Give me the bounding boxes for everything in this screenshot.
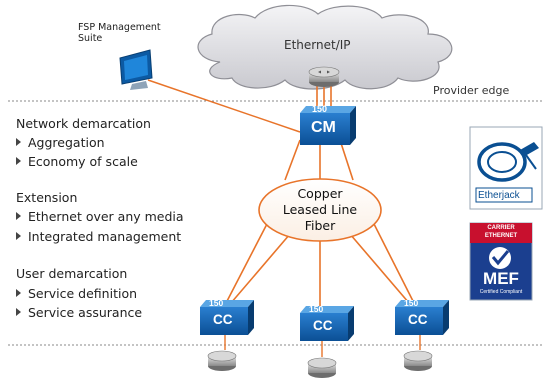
- bullet-economy-of-scale: Economy of scale: [16, 154, 138, 169]
- bullet-arrow-icon: [16, 232, 21, 240]
- management-monitor-icon: [119, 49, 153, 90]
- bullet-arrow-icon: [16, 157, 21, 165]
- customer-module-1-top: 150: [209, 298, 224, 308]
- customer-module-box-3: [395, 300, 449, 335]
- bullet-service-assurance: Service assurance: [16, 305, 142, 320]
- customer-module-1-label: CC: [213, 312, 233, 327]
- mef-carrier-text: CARRIER: [487, 225, 515, 231]
- bullet-arrow-icon: [16, 289, 21, 297]
- customer-router-icon-2: [307, 341, 337, 378]
- media-label-leased-line: Leased Line: [282, 202, 358, 217]
- media-ellipse: [258, 178, 382, 242]
- core-router-icon: [308, 66, 340, 87]
- uplink-lines: [316, 85, 332, 110]
- section-title-extension: Extension: [16, 190, 78, 205]
- bullet-arrow-icon: [16, 308, 21, 316]
- mef-certified-text: Certified Compliant: [479, 289, 523, 295]
- bullet-arrow-icon: [16, 138, 21, 146]
- central-module-label: CM: [311, 119, 336, 136]
- etherjack-logo-text: Etherjack: [478, 190, 520, 201]
- bullet-aggregation: Aggregation: [16, 135, 105, 150]
- customer-module-2-top: 150: [309, 304, 324, 314]
- customer-module-3-top: 150: [404, 298, 419, 308]
- central-module-top-label: 150: [312, 104, 328, 114]
- customer-router-icon-3: [403, 335, 433, 371]
- mef-ethernet-text: ETHERNET: [484, 233, 518, 239]
- management-suite-label: FSP Management Suite: [78, 22, 161, 44]
- customer-router-icon-1: [207, 335, 237, 371]
- central-module-box: [300, 106, 356, 145]
- customer-module-3-label: CC: [408, 312, 428, 327]
- bullet-integrated-management: Integrated management: [16, 229, 181, 244]
- customer-module-2-label: CC: [313, 318, 333, 333]
- cloud-label: Ethernet/IP: [284, 38, 351, 52]
- bullet-arrow-icon: [16, 212, 21, 220]
- bullet-service-definition: Service definition: [16, 286, 137, 301]
- customer-module-box-2: [300, 306, 354, 341]
- internet-cloud: [197, 4, 453, 90]
- management-link: [147, 79, 301, 133]
- bullet-ethernet-over-any-media: Ethernet over any media: [16, 209, 184, 224]
- customer-module-box-1: [200, 300, 254, 335]
- provider-edge-label: Provider edge: [433, 84, 510, 97]
- mef-main-text: MEF: [483, 269, 519, 288]
- media-label-copper: Copper: [297, 186, 343, 201]
- mef-logo: [469, 222, 533, 301]
- section-title-user-demarcation: User demarcation: [16, 266, 128, 281]
- etherjack-logo: [469, 126, 543, 210]
- access-links: [224, 139, 416, 312]
- media-label-fiber: Fiber: [304, 218, 336, 233]
- section-title-network-demarcation: Network demarcation: [16, 116, 151, 131]
